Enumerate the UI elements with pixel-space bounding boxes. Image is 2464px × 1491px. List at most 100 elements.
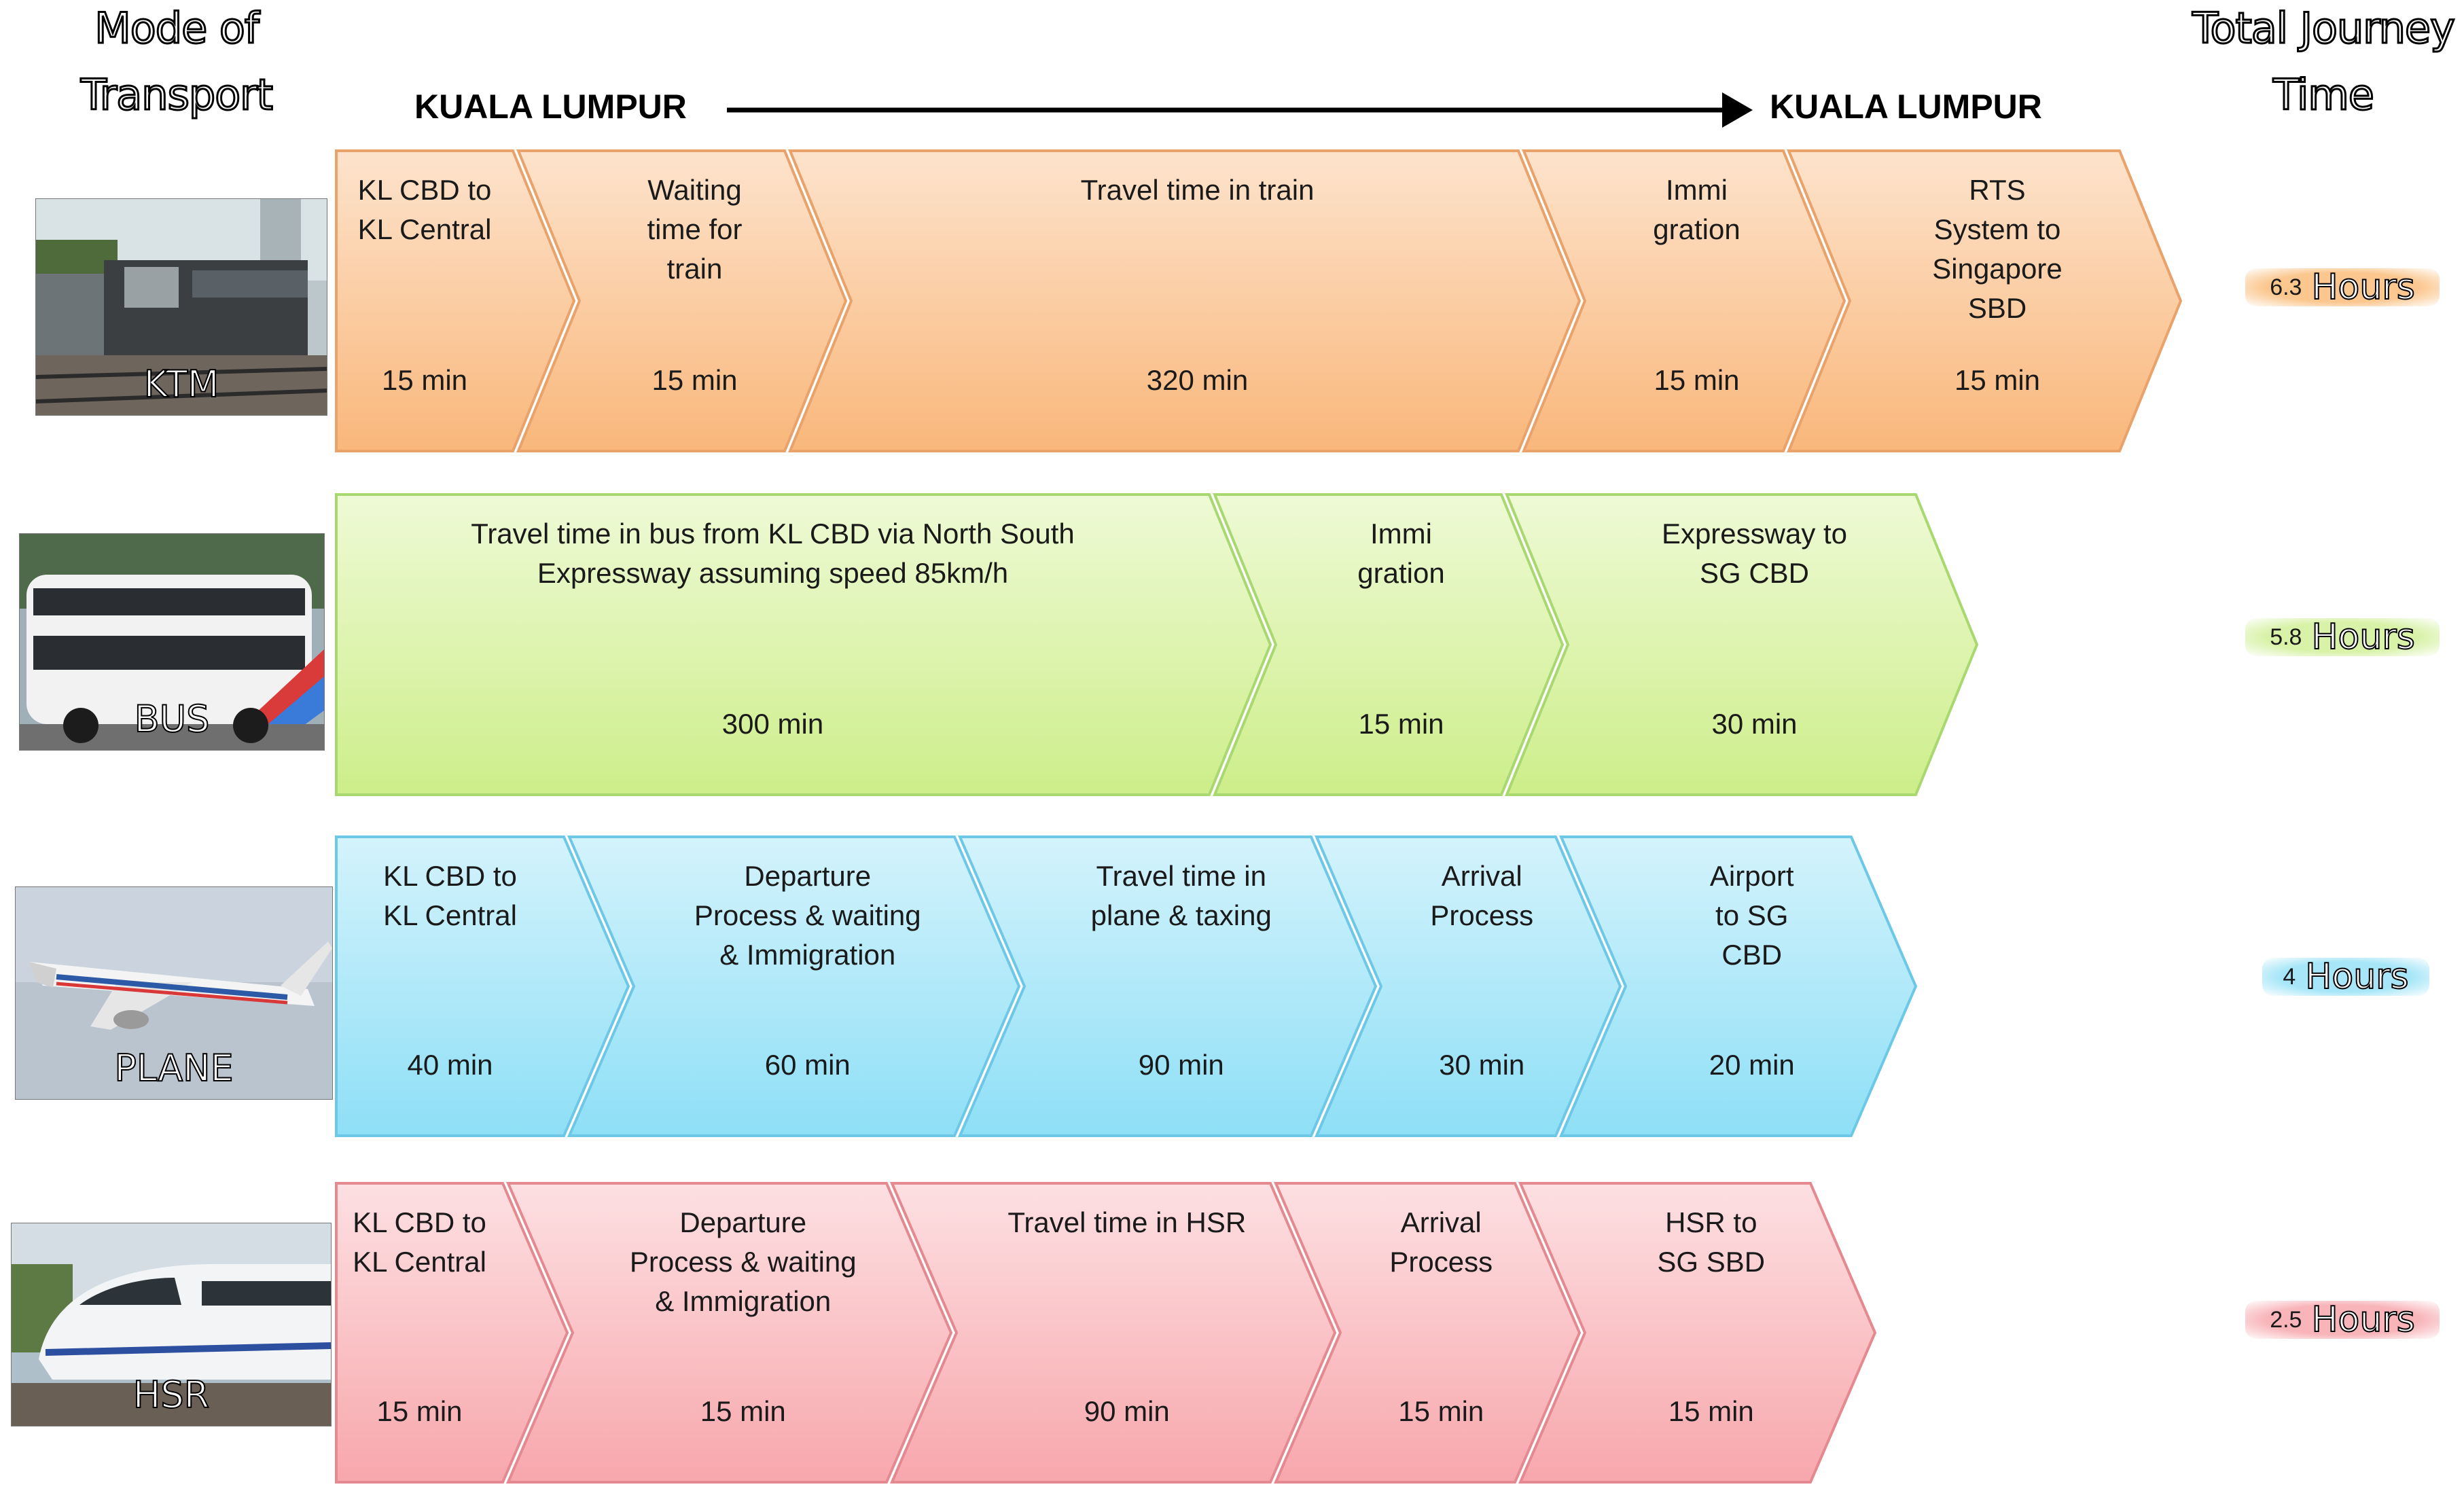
step-time-hsr-1: 15 min [376, 1395, 462, 1427]
total-time-unit-hsr: Hours [2310, 1299, 2415, 1341]
step-chevron-bus-3 [1505, 493, 1979, 796]
step-time-hsr-4: 15 min [1398, 1395, 1484, 1427]
mode-header-line1: Mode of [94, 3, 260, 53]
step-label-plane-2-line-2: Process & waiting [694, 899, 921, 931]
total-header-line1: Total Journey [2192, 3, 2457, 53]
step-chevron-hsr-5 [1518, 1182, 1877, 1484]
step-label-ktm-4-line-1: Immi [1666, 174, 1728, 206]
step-chevron-hsr-2 [505, 1182, 953, 1484]
step-label-ktm-5-line-1: RTS [1969, 174, 2025, 206]
step-time-plane-4: 30 min [1439, 1049, 1524, 1081]
step-time-hsr-5: 15 min [1668, 1395, 1754, 1427]
step-time-bus-3: 30 min [1711, 708, 1797, 740]
step-label-plane-4-line-1: Arrival [1442, 860, 1522, 892]
step-time-plane-3: 90 min [1139, 1049, 1224, 1081]
transport-label-ktm: KTM [143, 362, 220, 406]
train-photo-drawing [36, 199, 327, 415]
step-label-hsr-5-line-1: HSR to [1665, 1206, 1757, 1238]
step-label-bus-2-line-2: gration [1357, 557, 1444, 589]
step-label-plane-5-line-2: to SG [1715, 899, 1788, 931]
step-label-plane-5-line-1: Airport [1710, 860, 1794, 892]
step-chevron-ktm-1 [335, 149, 576, 452]
step-label-bus-1-line-1: Travel time in bus from KL CBD via North… [471, 518, 1075, 550]
step-chevron-plane-2 [567, 836, 1021, 1137]
total-time-value-bus: 5.8 [2270, 624, 2302, 650]
step-label-bus-3-line-1: Expressway to [1662, 518, 1847, 550]
destination-city-label: KUALA LUMPUR [1770, 88, 2042, 126]
step-label-plane-3-line-1: Travel time in [1096, 860, 1266, 892]
step-label-hsr-1-line-1: KL CBD to [353, 1206, 486, 1238]
step-label-ktm-1-line-2: KL Central [358, 213, 492, 245]
step-chevron-ktm-3 [788, 149, 1582, 452]
step-label-ktm-2-line-2: time for [647, 213, 742, 245]
route-arrow-head [1722, 92, 1753, 128]
total-time-badge-bus: 5.8 Hours [2245, 616, 2440, 658]
total-time-badge-ktm: 6.3 Hours [2245, 266, 2440, 308]
step-label-ktm-5-line-2: System to [1934, 213, 2061, 245]
step-chevron-bus-1 [335, 493, 1272, 796]
step-label-bus-2-line-1: Immi [1370, 518, 1432, 550]
step-chevron-bus-2 [1213, 493, 1565, 796]
step-label-ktm-2-line-1: Waiting [647, 174, 742, 206]
step-label-ktm-4-line-2: gration [1653, 213, 1740, 245]
total-time-value-hsr: 2.5 [2270, 1306, 2302, 1333]
step-chevron-hsr-1 [335, 1182, 569, 1484]
step-time-ktm-2: 15 min [651, 364, 737, 396]
step-label-hsr-2-line-2: Process & waiting [630, 1246, 857, 1278]
total-time-unit-ktm: Hours [2310, 266, 2415, 308]
step-time-plane-1: 40 min [407, 1049, 493, 1081]
step-label-ktm-5-line-4: SBD [1968, 292, 2026, 324]
plane-photo-drawing [16, 887, 332, 1099]
mode-of-transport-header: Mode of Transport [54, 3, 299, 139]
step-chevron-ktm-5 [1787, 149, 2183, 452]
step-chevron-plane-5 [1558, 836, 1918, 1137]
step-time-plane-2: 60 min [765, 1049, 851, 1081]
step-label-hsr-4-line-1: Arrival [1401, 1206, 1482, 1238]
step-label-ktm-1-line-1: KL CBD to [358, 174, 492, 206]
bus-photo: BUS [19, 533, 325, 751]
total-header-line2: Time [2272, 70, 2376, 120]
step-time-hsr-3: 90 min [1084, 1395, 1170, 1427]
step-label-hsr-2-line-3: & Immigration [655, 1285, 831, 1317]
transport-label-bus: BUS [134, 697, 211, 741]
step-time-hsr-2: 15 min [700, 1395, 786, 1427]
step-label-hsr-4-line-2: Process [1389, 1246, 1493, 1278]
hsr-train-photo: HSR [11, 1223, 332, 1426]
step-time-bus-1: 300 min [722, 708, 823, 740]
step-label-hsr-2-line-1: Departure [679, 1206, 806, 1238]
step-chevron-hsr-4 [1273, 1182, 1582, 1484]
step-chevron-plane-3 [957, 836, 1378, 1137]
step-label-plane-1-line-1: KL CBD to [383, 860, 517, 892]
plane-photo: PLANE [15, 886, 333, 1100]
step-label-ktm-2-line-3: train [667, 253, 723, 285]
step-label-plane-3-line-2: plane & taxing [1091, 899, 1272, 931]
step-time-bus-2: 15 min [1358, 708, 1444, 740]
train-photo: KTM [35, 198, 327, 416]
total-time-value-ktm: 6.3 [2270, 274, 2302, 300]
total-time-unit-plane: Hours [2304, 956, 2409, 998]
step-label-ktm-3-line-1: Travel time in train [1081, 174, 1315, 206]
bus-photo-drawing [20, 534, 324, 750]
step-chevron-ktm-2 [516, 149, 848, 452]
transport-label-plane: PLANE [113, 1046, 234, 1090]
step-label-ktm-5-line-3: Singapore [1932, 253, 2062, 285]
route-arrow [727, 92, 1753, 128]
step-label-bus-1-line-2: Expressway assuming speed 85km/h [537, 557, 1008, 589]
total-time-badge-hsr: 2.5 Hours [2245, 1299, 2440, 1341]
step-label-hsr-1-line-2: KL Central [353, 1246, 486, 1278]
total-time-unit-bus: Hours [2310, 616, 2415, 658]
step-label-plane-1-line-2: KL Central [383, 899, 517, 931]
step-label-hsr-3-line-1: Travel time in HSR [1007, 1206, 1246, 1238]
step-chevron-hsr-3 [889, 1182, 1337, 1484]
step-label-plane-2-line-1: Departure [744, 860, 871, 892]
step-label-plane-2-line-3: & Immigration [719, 939, 895, 971]
step-time-ktm-4: 15 min [1654, 364, 1739, 396]
step-label-plane-4-line-2: Process [1430, 899, 1533, 931]
total-time-value-plane: 4 [2283, 963, 2296, 990]
step-time-ktm-1: 15 min [382, 364, 467, 396]
total-journey-time-header: Total Journey Time [2167, 3, 2464, 139]
step-label-plane-5-line-3: CBD [1721, 939, 1782, 971]
step-chevron-plane-1 [335, 836, 630, 1137]
step-label-hsr-5-line-2: SG SBD [1657, 1246, 1765, 1278]
